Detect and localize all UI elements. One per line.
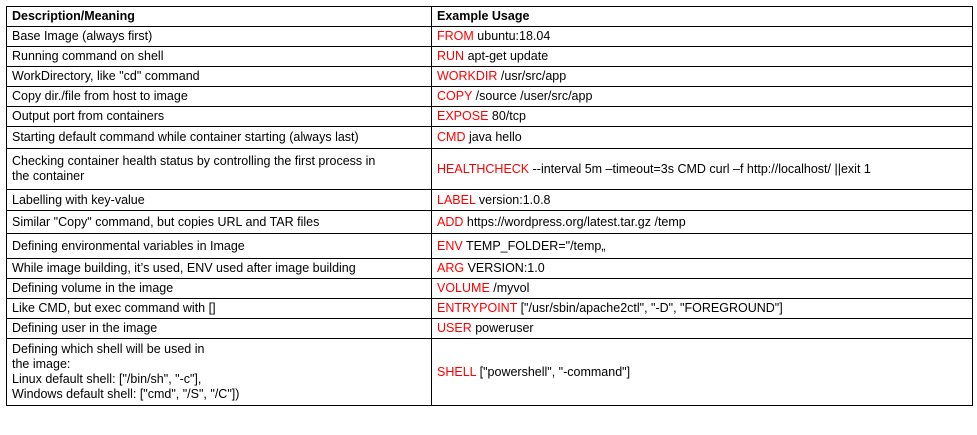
instruction-keyword: ARG bbox=[437, 261, 465, 275]
usage-cell: USER poweruser bbox=[431, 318, 973, 339]
table-row: Defining user in the image USER poweruse… bbox=[6, 318, 973, 339]
instruction-keyword: WORKDIR bbox=[437, 69, 498, 83]
description-cell: Checking container health status by cont… bbox=[6, 148, 432, 190]
description-cell: Similar "Copy" command, but copies URL a… bbox=[6, 210, 432, 234]
usage-cell: VOLUME /myvol bbox=[431, 278, 973, 299]
description-line: Checking container health status by cont… bbox=[12, 154, 376, 168]
description-line: the container bbox=[12, 169, 85, 183]
usage-cell: ARG VERSION:1.0 bbox=[431, 258, 973, 279]
table-row: Labelling with key-value LABEL version:1… bbox=[6, 189, 973, 211]
instruction-keyword: FROM bbox=[437, 29, 474, 43]
description-cell: Defining volume in the image bbox=[6, 278, 432, 299]
description-line: Windows default shell: ["cmd", "/S", "/C… bbox=[12, 387, 240, 401]
description-cell: Output port from containers bbox=[6, 106, 432, 127]
usage-cell: COPY /source /user/src/app bbox=[431, 86, 973, 107]
instruction-keyword: ADD bbox=[437, 214, 464, 229]
table-row: Similar "Copy" command, but copies URL a… bbox=[6, 210, 973, 234]
description-cell: Base Image (always first) bbox=[6, 26, 432, 47]
description-line: Defining which shell will be used in bbox=[12, 342, 205, 356]
usage-cell: ADD https://wordpress.org/latest.tar.gz … bbox=[431, 210, 973, 234]
dockerfile-instructions-table: Description/Meaning Example Usage Base I… bbox=[6, 6, 973, 406]
usage-cell: FROM ubuntu:18.04 bbox=[431, 26, 973, 47]
table-row: Like CMD, but exec command with [] ENTRY… bbox=[6, 298, 973, 319]
table-row: Output port from containers EXPOSE 80/tc… bbox=[6, 106, 973, 127]
table-row: Copy dir./file from host to image COPY /… bbox=[6, 86, 973, 107]
description-cell: WorkDirectory, like "cd" command bbox=[6, 66, 432, 87]
usage-cell: LABEL version:1.0.8 bbox=[431, 189, 973, 211]
usage-cell: WORKDIR /usr/src/app bbox=[431, 66, 973, 87]
instruction-argument: version:1.0.8 bbox=[475, 192, 551, 207]
instruction-argument: /usr/src/app bbox=[497, 69, 567, 83]
description-cell: While image building, it’s used, ENV use… bbox=[6, 258, 432, 279]
table-row: Running command on shell RUN apt-get upd… bbox=[6, 46, 973, 67]
description-line: the image: bbox=[12, 357, 71, 371]
description-cell: Defining user in the image bbox=[6, 318, 432, 339]
instruction-argument: ubuntu:18.04 bbox=[473, 29, 551, 43]
instruction-keyword: CMD bbox=[437, 130, 466, 144]
instruction-keyword: COPY bbox=[437, 89, 473, 103]
instruction-argument: java hello bbox=[465, 130, 522, 144]
table-row: Defining environmental variables in Imag… bbox=[6, 233, 973, 259]
usage-cell: ENTRYPOINT ["/usr/sbin/apache2ctl", "-D"… bbox=[431, 298, 973, 319]
instruction-argument: TEMP_FOLDER="/temp„ bbox=[462, 238, 606, 253]
usage-cell: SHELL ["powershell", "-command"] bbox=[431, 338, 973, 406]
description-cell: Running command on shell bbox=[6, 46, 432, 67]
description-cell: Labelling with key-value bbox=[6, 189, 432, 211]
instruction-argument: apt-get update bbox=[464, 49, 549, 63]
instruction-keyword: HEALTHCHECK bbox=[437, 161, 530, 176]
usage-cell: RUN apt-get update bbox=[431, 46, 973, 67]
table-row: While image building, it’s used, ENV use… bbox=[6, 258, 973, 279]
instruction-argument: https://wordpress.org/latest.tar.gz /tem… bbox=[463, 214, 686, 229]
description-line: Linux default shell: ["/bin/sh", "-c"], bbox=[12, 372, 202, 386]
instruction-keyword: ENV bbox=[437, 238, 463, 253]
instruction-argument: /source /user/src/app bbox=[472, 89, 593, 103]
instruction-keyword: VOLUME bbox=[437, 281, 490, 295]
description-cell: Defining environmental variables in Imag… bbox=[6, 233, 432, 259]
instruction-argument: poweruser bbox=[471, 321, 534, 335]
instruction-keyword: LABEL bbox=[437, 192, 476, 207]
usage-cell: EXPOSE 80/tcp bbox=[431, 106, 973, 127]
usage-cell: ENV TEMP_FOLDER="/temp„ bbox=[431, 233, 973, 259]
instruction-keyword: ENTRYPOINT bbox=[437, 301, 518, 315]
table-header-row: Description/Meaning Example Usage bbox=[6, 6, 973, 27]
usage-cell: HEALTHCHECK --interval 5m –timeout=3s CM… bbox=[431, 148, 973, 190]
instruction-argument: ["powershell", "-command"] bbox=[476, 364, 631, 379]
instruction-argument: --interval 5m –timeout=3s CMD curl –f ht… bbox=[529, 161, 871, 176]
header-usage: Example Usage bbox=[431, 6, 973, 27]
instruction-keyword: EXPOSE bbox=[437, 109, 489, 123]
instruction-argument: 80/tcp bbox=[488, 109, 526, 123]
instruction-keyword: RUN bbox=[437, 49, 465, 63]
description-cell: Copy dir./file from host to image bbox=[6, 86, 432, 107]
table-row: Defining volume in the image VOLUME /myv… bbox=[6, 278, 973, 299]
table-row: Defining which shell will be used in the… bbox=[6, 338, 973, 406]
instruction-keyword: SHELL bbox=[437, 364, 477, 379]
table-row: Starting default command while container… bbox=[6, 126, 973, 149]
description-cell: Defining which shell will be used in the… bbox=[6, 338, 432, 406]
instruction-argument: VERSION:1.0 bbox=[464, 261, 545, 275]
description-cell: Like CMD, but exec command with [] bbox=[6, 298, 432, 319]
instruction-argument: ["/usr/sbin/apache2ctl", "-D", "FOREGROU… bbox=[517, 301, 783, 315]
usage-cell: CMD java hello bbox=[431, 126, 973, 149]
description-cell: Starting default command while container… bbox=[6, 126, 432, 149]
table-row: Base Image (always first) FROM ubuntu:18… bbox=[6, 26, 973, 47]
table-row: WorkDirectory, like "cd" command WORKDIR… bbox=[6, 66, 973, 87]
header-description: Description/Meaning bbox=[6, 6, 432, 27]
instruction-keyword: USER bbox=[437, 321, 472, 335]
table-row: Checking container health status by cont… bbox=[6, 148, 973, 190]
instruction-argument: /myvol bbox=[489, 281, 530, 295]
